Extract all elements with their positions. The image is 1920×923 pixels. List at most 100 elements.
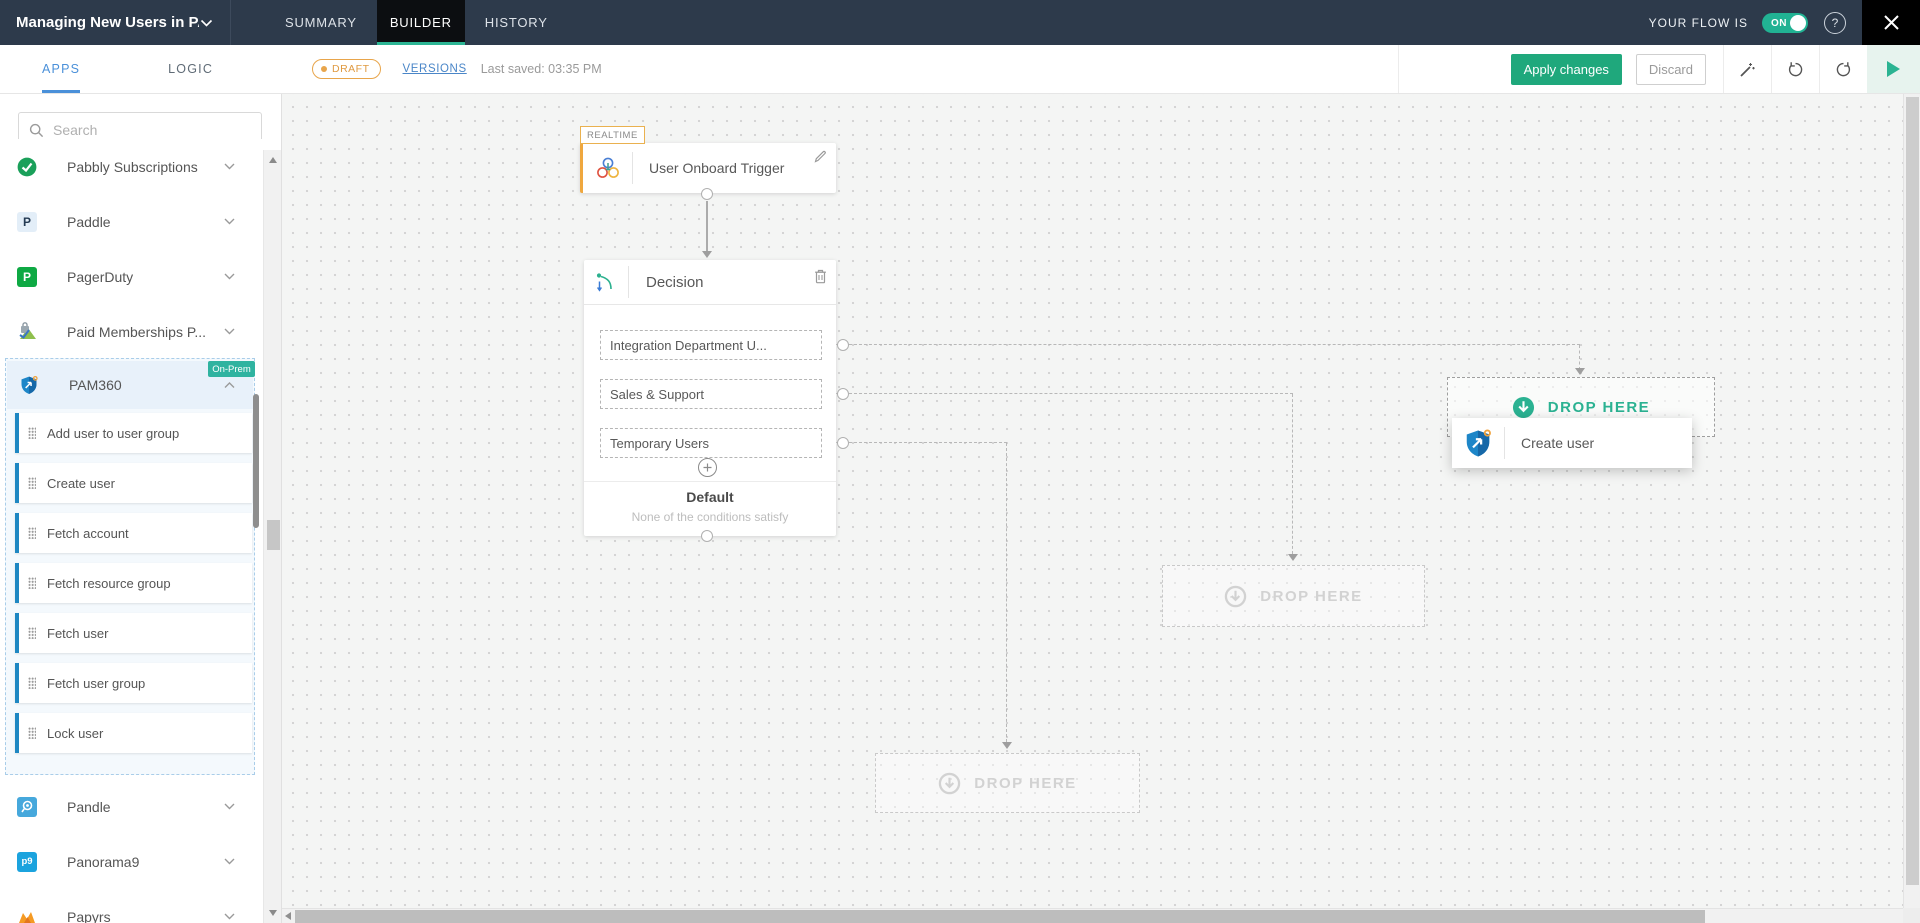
sidebar-scrollbar-thumb[interactable] (267, 520, 280, 550)
tab-logic[interactable]: LOGIC (168, 62, 214, 76)
branch-2-connector[interactable] (837, 388, 849, 400)
sidebar-item-pabbly-subscriptions[interactable]: Pabbly Subscriptions (0, 139, 263, 194)
connector-line (1292, 394, 1293, 554)
decision-branch-1[interactable]: Integration Department U... (600, 330, 822, 360)
action-fetch-user-group[interactable]: Fetch user group (15, 663, 252, 703)
vertical-scrollbar-thumb[interactable] (1906, 97, 1919, 885)
canvas-vertical-scrollbar[interactable] (1903, 94, 1920, 908)
sidebar-item-pandle[interactable]: Pandle (0, 779, 263, 834)
drag-handle-icon (28, 577, 36, 589)
versions-link[interactable]: VERSIONS (402, 63, 467, 75)
decision-branch-icon (584, 270, 628, 294)
flow-status-label: YOUR FLOW IS (1648, 15, 1748, 30)
decision-node[interactable]: Decision Integration Department U... Sal… (584, 260, 836, 536)
action-label: Fetch account (47, 525, 129, 541)
chevron-down-icon[interactable] (224, 163, 235, 170)
flow-canvas[interactable]: REALTIME User Onboard Trigger Decision I… (282, 94, 1920, 923)
realtime-tag: REALTIME (580, 126, 645, 144)
sidebar-item-papyrs[interactable]: Papyrs (0, 889, 263, 923)
apply-changes-button[interactable]: Apply changes (1510, 53, 1622, 85)
branch-3-connector[interactable] (837, 437, 849, 449)
connector-line (849, 344, 1580, 345)
dragged-create-user-card[interactable]: Create user (1452, 418, 1692, 468)
trigger-webhook-icon (583, 155, 632, 181)
decision-branch-2[interactable]: Sales & Support (600, 379, 822, 409)
close-icon (1883, 14, 1900, 31)
magic-wand-button[interactable] (1724, 45, 1771, 93)
scroll-down-arrow-icon[interactable] (269, 910, 277, 916)
chevron-down-icon[interactable] (224, 273, 235, 280)
connector-arrowhead (702, 251, 712, 258)
action-fetch-user[interactable]: Fetch user (15, 613, 252, 653)
redo-button[interactable] (1820, 45, 1867, 93)
add-branch-button[interactable] (698, 458, 717, 477)
sidebar-item-pagerduty[interactable]: P PagerDuty (0, 249, 263, 304)
connector-line (849, 393, 1293, 394)
drag-handle-icon (28, 727, 36, 739)
discard-button[interactable]: Discard (1635, 53, 1706, 85)
sidebar-item-panorama9[interactable]: p9 Panorama9 (0, 834, 263, 889)
app-label: Papyrs (67, 908, 111, 923)
sidebar-scrollbar[interactable] (263, 150, 281, 923)
pabbly-subscriptions-icon (17, 157, 37, 177)
decision-branch-3[interactable]: Temporary Users (600, 428, 822, 458)
action-add-user-to-user-group[interactable]: Add user to user group (15, 413, 252, 453)
tab-apps[interactable]: APPS (42, 45, 80, 93)
chevron-down-icon[interactable] (224, 328, 235, 335)
sidebar-item-paid-memberships-pro[interactable]: Paid Memberships P... (0, 304, 263, 359)
action-fetch-account[interactable]: Fetch account (15, 513, 252, 553)
app-label: Pandle (67, 798, 111, 815)
tab-builder[interactable]: BUILDER (376, 0, 465, 45)
tab-history[interactable]: HISTORY (484, 15, 548, 30)
scroll-left-arrow-icon[interactable] (285, 912, 291, 920)
drop-zone-empty-2[interactable]: DROP HERE (875, 753, 1140, 813)
top-bar: Managing New Users in PAM360 SUMMARY BUI… (0, 0, 1920, 45)
connector-line (849, 442, 1007, 443)
pam360-shield-icon (1452, 428, 1504, 458)
decision-default-connector[interactable] (701, 530, 713, 542)
drop-zone-empty-1[interactable]: DROP HERE (1162, 565, 1425, 627)
canvas-horizontal-scrollbar[interactable] (282, 908, 1903, 923)
chevron-down-icon[interactable] (224, 803, 235, 810)
chevron-down-icon (200, 19, 213, 27)
decision-header[interactable]: Decision (584, 260, 836, 305)
chevron-down-icon[interactable] (224, 858, 235, 865)
sidebar-item-pam360[interactable]: PAM360 (7, 361, 253, 409)
divider (628, 266, 629, 298)
action-fetch-resource-group[interactable]: Fetch resource group (15, 563, 252, 603)
drag-card-label: Create user (1521, 435, 1595, 451)
close-button[interactable] (1862, 0, 1920, 45)
app-label: Paid Memberships P... (67, 323, 207, 340)
action-label: Fetch user (47, 625, 109, 641)
undo-button[interactable] (1772, 45, 1819, 93)
flow-on-toggle[interactable]: ON (1762, 12, 1808, 33)
action-label: Lock user (47, 725, 104, 741)
chevron-down-icon[interactable] (224, 218, 235, 225)
edit-pencil-icon[interactable] (814, 150, 827, 163)
branch-1-connector[interactable] (837, 339, 849, 351)
action-lock-user[interactable]: Lock user (15, 713, 252, 753)
help-icon[interactable]: ? (1824, 11, 1846, 34)
drag-handle-icon (28, 527, 36, 539)
chevron-down-icon[interactable] (224, 913, 235, 920)
sidebar-item-paddle[interactable]: P Paddle (0, 194, 263, 249)
scroll-up-arrow-icon[interactable] (269, 157, 277, 163)
last-saved-text: Last saved: 03:35 PM (480, 62, 602, 76)
trigger-output-connector[interactable] (701, 188, 713, 200)
trigger-node[interactable]: User Onboard Trigger (580, 143, 836, 193)
run-flow-button[interactable] (1867, 45, 1920, 93)
chevron-up-icon[interactable] (224, 382, 235, 389)
actions-scrollbar-thumb[interactable] (253, 394, 259, 528)
toggle-knob (1790, 14, 1806, 31)
search-input[interactable] (53, 122, 243, 138)
draft-dot-icon (321, 66, 327, 72)
papyrs-icon (17, 907, 37, 923)
action-create-user[interactable]: Create user (15, 463, 252, 503)
tab-summary[interactable]: SUMMARY (285, 15, 357, 30)
pandle-icon (17, 796, 37, 817)
drag-handle-icon (28, 477, 36, 489)
flow-title-dropdown[interactable]: Managing New Users in PAM360 (0, 0, 231, 45)
divider (632, 152, 633, 184)
horizontal-scrollbar-thumb[interactable] (295, 910, 1705, 923)
trash-icon[interactable] (814, 269, 827, 284)
